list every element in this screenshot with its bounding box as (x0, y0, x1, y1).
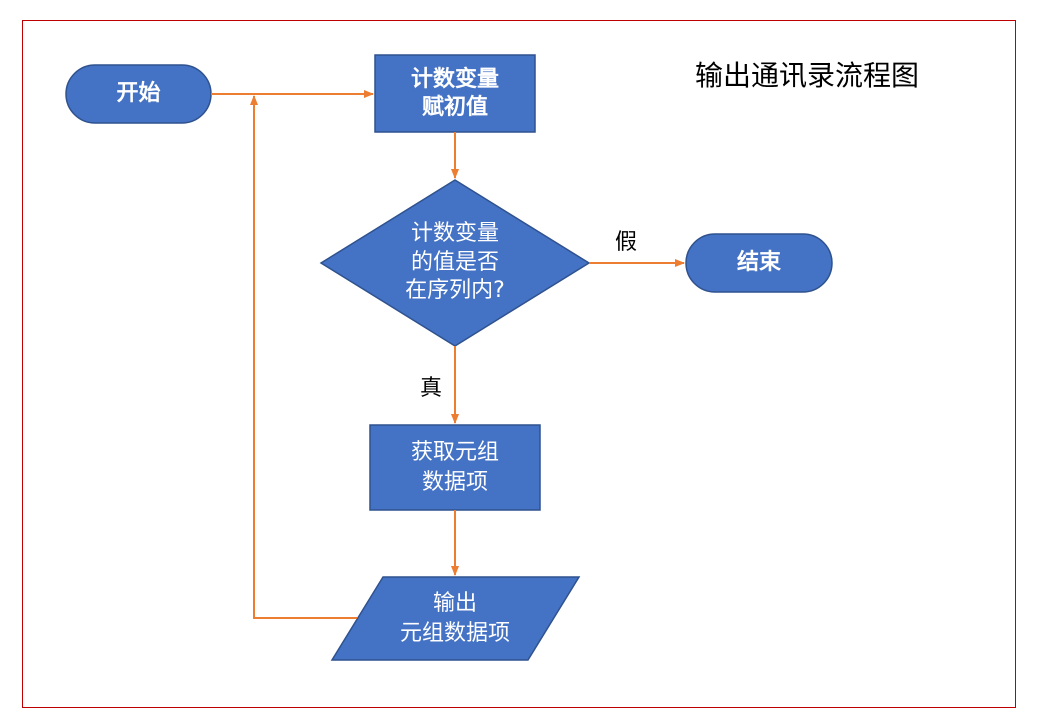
init-label-line2: 赋初值 (421, 94, 488, 120)
edge-output-loop-back (250, 95, 357, 619)
init-label: 计数变量 赋初值 (375, 55, 535, 132)
init-label-line1: 计数变量 (410, 67, 499, 92)
fetch-process (369, 424, 541, 511)
decision-label-line3: 在序列内? (405, 278, 505, 304)
start-label-text: 开始 (116, 81, 161, 107)
init-process (374, 54, 536, 133)
output-parallelogram (330, 576, 581, 661)
fetch-label-line2: 数据项 (421, 469, 488, 495)
output-label-line2: 元组数据项 (399, 620, 510, 646)
diagram-frame (22, 20, 1016, 708)
decision-label-line1: 计数变量 (410, 221, 499, 247)
fetch-label-line1: 获取元组 (410, 439, 499, 465)
edge-label-true: 真 (420, 376, 443, 401)
end-label-text: 结束 (736, 250, 781, 276)
output-label: 输出 元组数据项 (355, 577, 555, 660)
end-terminator (685, 233, 833, 293)
end-label: 结束 (686, 234, 832, 292)
output-label-line1: 输出 (432, 590, 477, 616)
decision-label: 计数变量 的值是否 在序列内? (355, 214, 555, 312)
start-label: 开始 (66, 65, 211, 123)
decision-label-line2: 的值是否 (410, 249, 499, 275)
diagram-title: 输出通讯录流程图 (695, 59, 920, 92)
fetch-label: 获取元组 数据项 (370, 425, 540, 510)
edge-label-false: 假 (615, 230, 638, 255)
